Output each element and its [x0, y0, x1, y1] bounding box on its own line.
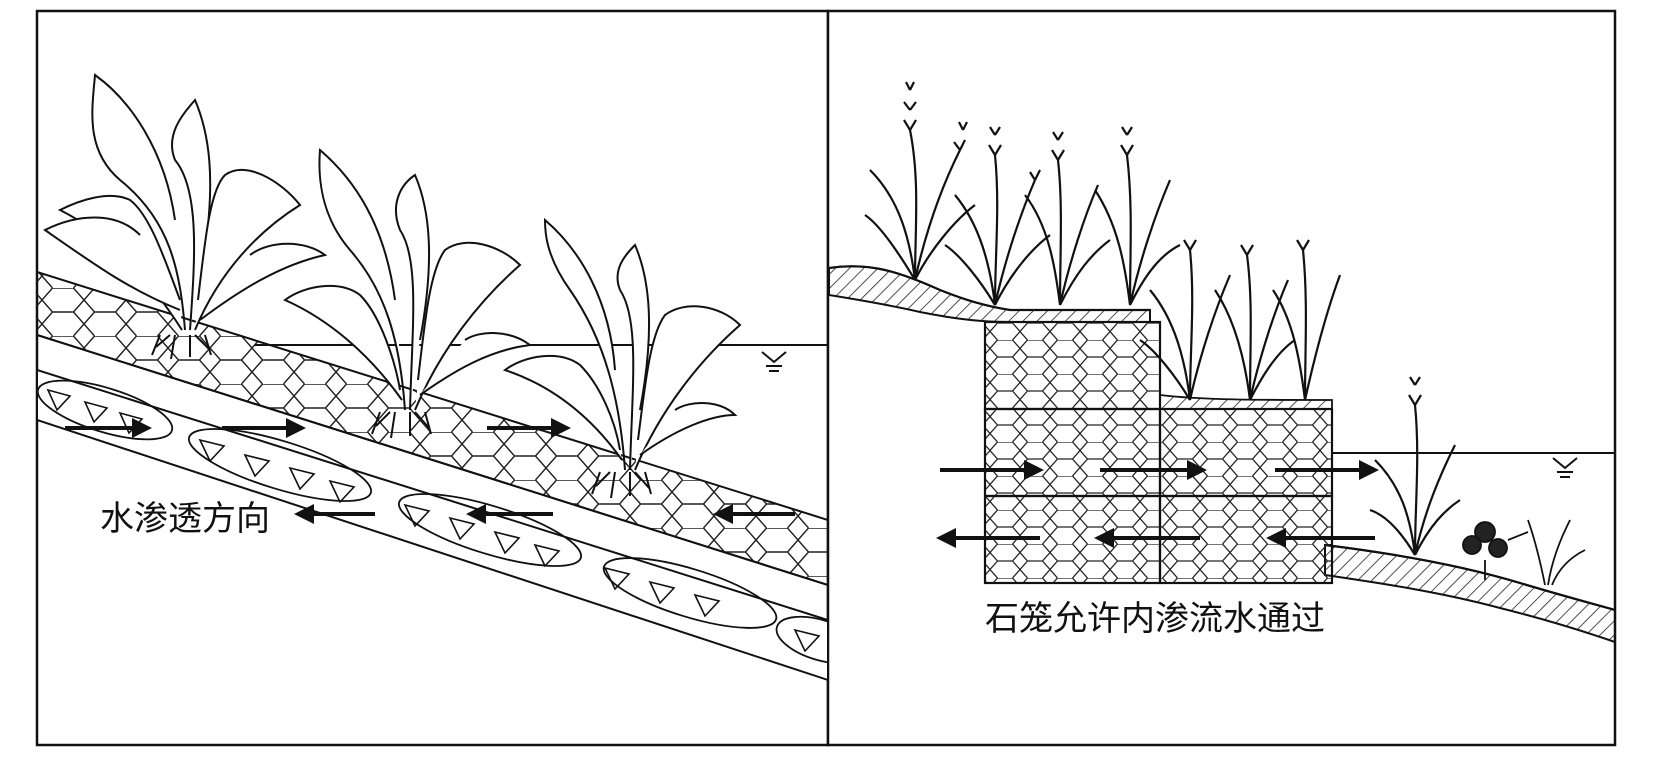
right-panel-label: 石笼允许内渗流水通过: [985, 599, 1325, 639]
left-panel-label: 水渗透方向: [100, 499, 270, 539]
gabion-upper-left: [985, 322, 1160, 409]
gabion-mid-right: [1160, 409, 1332, 496]
gabion-mid-left: [985, 409, 1160, 496]
